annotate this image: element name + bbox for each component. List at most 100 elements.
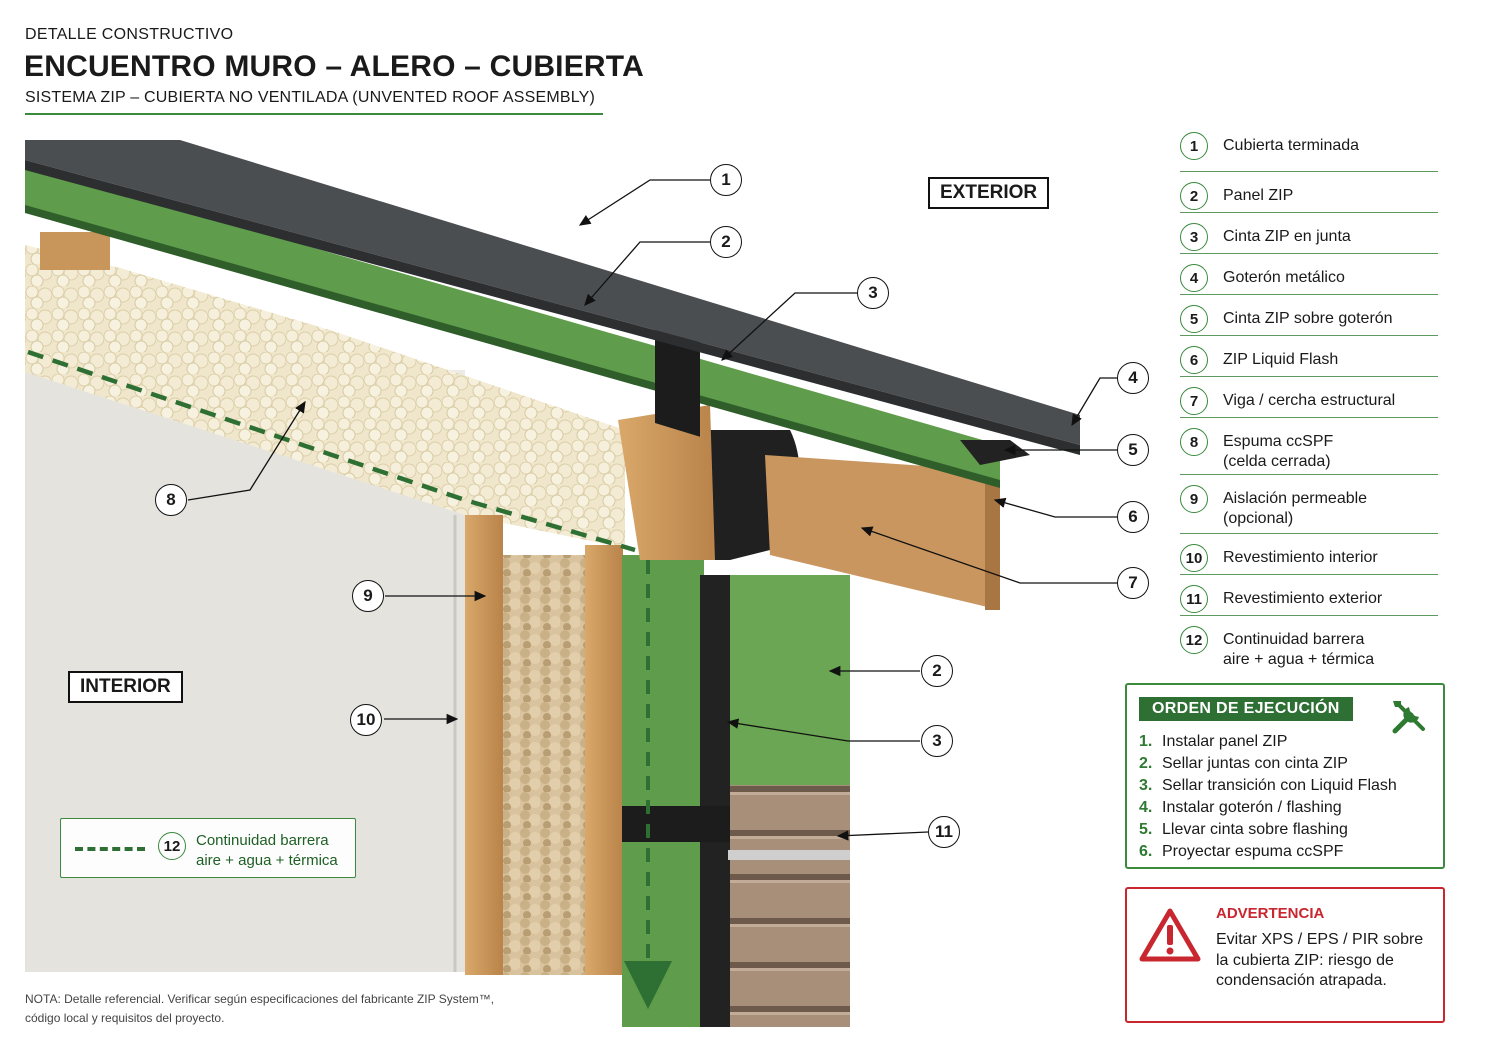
legend-text: Espuma ccSPF(celda cerrada) [1223, 427, 1333, 472]
rafter-end [618, 405, 715, 560]
step-num: 4. [1139, 799, 1153, 816]
legend-item: 10 Revestimiento interior [1180, 534, 1438, 575]
legend-num: 9 [1180, 485, 1208, 513]
continuity-key-line2: aire + agua + térmica [196, 852, 338, 869]
footnote-line2: código local y requisitos del proyecto. [25, 1011, 225, 1025]
step-text: Llevar cinta sobre flashing [1162, 821, 1348, 838]
callout-4: 4 [1117, 362, 1149, 394]
tools-icon [1392, 701, 1425, 734]
execution-order-panel: ORDEN DE EJECUCIÓN 1. Instalar panel ZIP … [1125, 683, 1445, 869]
legend-item: 3 Cinta ZIP en junta [1180, 213, 1438, 254]
header-rule [25, 113, 603, 115]
roof-joint-tape [655, 322, 700, 437]
legend-text: Aislación permeable (opcional) [1223, 484, 1367, 529]
legend-num: 3 [1180, 223, 1208, 251]
legend-text-line2: aire + agua + térmica [1223, 651, 1375, 668]
continuity-dash-sample [75, 847, 145, 851]
execution-order-title: ORDEN DE EJECUCIÓN [1139, 697, 1353, 721]
legend-text-line1: Aislación permeable [1223, 490, 1368, 507]
step-text: Instalar panel ZIP [1162, 733, 1288, 750]
step-text: Proyectar espuma ccSPF [1162, 843, 1344, 860]
continuity-line-roof [27, 349, 636, 553]
leader-2 [584, 241, 710, 306]
step-text: Instalar goterón / flashing [1162, 799, 1342, 816]
callout-5: 5 [1117, 434, 1149, 466]
legend-text-line2: (celda cerrada) [1223, 453, 1331, 470]
warning-triangle-icon [1139, 908, 1201, 962]
legend-text: Cubierta terminada [1223, 137, 1360, 154]
step-num: 1. [1139, 733, 1153, 750]
spray-foam-layer [25, 245, 625, 548]
callout-2: 2 [710, 226, 742, 258]
legend-num: 2 [1180, 182, 1208, 210]
step-item: 6.Proyectar espuma ccSPF [1139, 841, 1397, 863]
step-num: 2. [1139, 755, 1153, 772]
leader-3b [726, 718, 920, 742]
roof-edge [25, 160, 1080, 455]
legend-text: Revestimiento interior [1223, 549, 1378, 566]
legend-item: 1 Cubierta terminada [1180, 131, 1438, 172]
legend-num: 12 [1180, 626, 1208, 654]
callout-7: 7 [1117, 567, 1149, 599]
structural-beam [765, 455, 1000, 610]
warning-title: ADVERTENCIA [1216, 905, 1325, 922]
callout-8: 8 [155, 484, 187, 516]
header-supertitle: DETALLE CONSTRUCTIVO [25, 26, 234, 43]
leader-3 [721, 292, 857, 361]
step-text: Sellar juntas con cinta ZIP [1162, 755, 1348, 772]
execution-order-steps: 1. Instalar panel ZIP 2. Sellar juntas con… [1139, 731, 1397, 863]
warning-panel: ADVERTENCIA Evitar XPS / EPS / PIR sobre… [1125, 887, 1445, 1023]
continuity-key-text: Continuidad barrera aire + agua + térmic… [196, 831, 338, 871]
legend-num: 10 [1180, 544, 1208, 572]
leader-4 [1071, 377, 1117, 427]
siding-flashing [728, 850, 850, 860]
stud-right [585, 545, 623, 975]
step-num: 3. [1139, 777, 1153, 794]
legend-num: 4 [1180, 264, 1208, 292]
legend-text: Cinta ZIP en junta [1223, 228, 1351, 245]
warning-text: Evitar XPS / EPS / PIR sobre la cubierta… [1216, 931, 1424, 989]
callout-3: 3 [857, 277, 889, 309]
blocking [40, 232, 110, 270]
wall-joint-tape [700, 575, 730, 1027]
leader-7 [860, 526, 1117, 584]
mineral-wool-insulation [503, 555, 585, 975]
horizontal-tape-band [622, 806, 730, 842]
leader-8 [187, 400, 306, 501]
roof-zip-panel-edge [25, 205, 1000, 488]
legend-num: 11 [1180, 585, 1208, 613]
legend-text-line2: (opcional) [1223, 510, 1294, 527]
step-text: Sellar transición con Liquid Flash [1162, 777, 1397, 794]
callout-10: 10 [350, 704, 382, 736]
callout-11: 11 [928, 816, 960, 848]
footnote-line1: NOTA: Detalle referencial. Verificar seg… [25, 992, 495, 1006]
callout-9: 9 [352, 580, 384, 612]
legend-item: 9 Aislación permeable (opcional) [1180, 475, 1438, 534]
callout-1: 1 [710, 164, 742, 196]
leader-11 [836, 830, 929, 841]
step-item: 1. Instalar panel ZIP [1139, 731, 1397, 753]
step-item: 2. Sellar juntas con cinta ZIP [1139, 753, 1397, 775]
finished-roof [25, 140, 1080, 445]
page-subtitle: SISTEMA ZIP – CUBIERTA NO VENTILADA (UNV… [25, 89, 596, 106]
legend-num: 5 [1180, 305, 1208, 333]
continuity-key-line1: Continuidad barrera [196, 832, 329, 849]
wall-zip-panel-left [622, 555, 704, 1027]
callout-3-wall: 3 [921, 725, 953, 757]
roof-zip-panel [25, 165, 1000, 485]
step-item: 4. Instalar goterón / flashing [1139, 797, 1397, 819]
legend-num: 1 [1180, 132, 1208, 160]
leader-6 [993, 497, 1117, 518]
callout-6: 6 [1117, 501, 1149, 533]
legend-text: Revestimiento exterior [1223, 590, 1383, 607]
footnote: NOTA: Detalle referencial. Verificar seg… [25, 990, 585, 1028]
